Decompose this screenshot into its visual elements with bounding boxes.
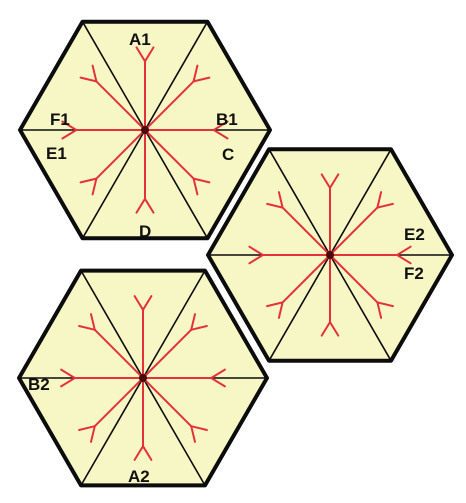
label-b2: B2 bbox=[28, 375, 50, 394]
label-a2: A2 bbox=[128, 467, 150, 486]
label-e1: E1 bbox=[46, 144, 67, 163]
label-a1: A1 bbox=[129, 30, 151, 49]
hexagon-center-dot-top-left bbox=[141, 126, 149, 134]
label-c: C bbox=[222, 145, 234, 164]
label-e2: E2 bbox=[404, 225, 425, 244]
label-b1: B1 bbox=[216, 110, 238, 129]
label-f2: F2 bbox=[404, 264, 424, 283]
label-f1: F1 bbox=[50, 110, 70, 129]
label-d: D bbox=[139, 222, 151, 241]
hexagon-center-dot-bottom-left bbox=[139, 374, 147, 382]
hexagon-fills bbox=[19, 22, 452, 486]
hexagon-center-dot-right bbox=[326, 251, 334, 259]
